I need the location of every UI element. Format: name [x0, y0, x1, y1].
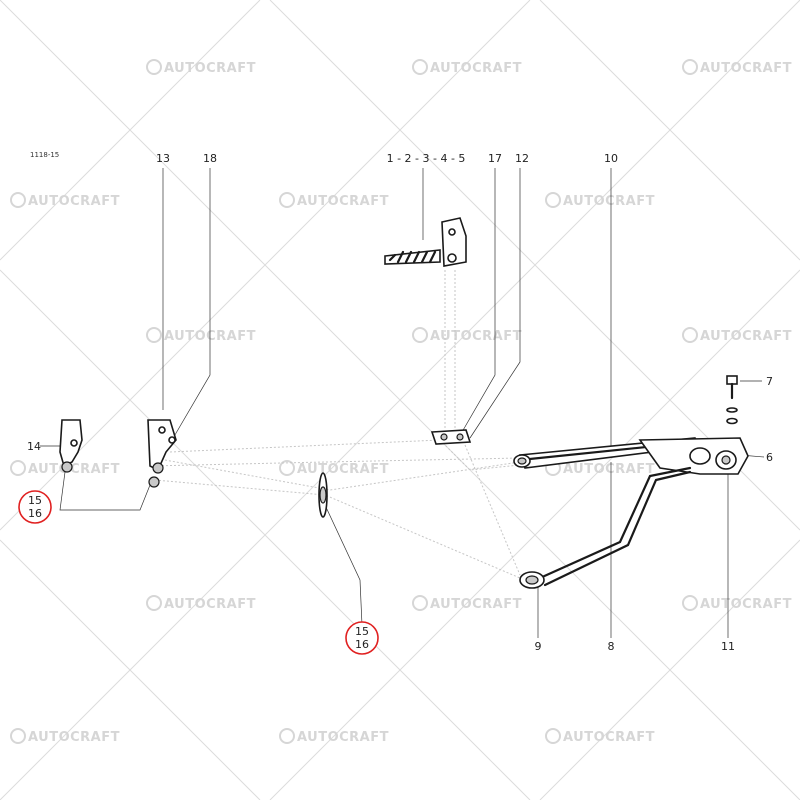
- part-17-12-clip: [430, 429, 472, 445]
- part-6-housing: [638, 437, 749, 475]
- svg-text:AUTOCRAFT: AUTOCRAFT: [430, 597, 522, 612]
- svg-text:AUTOCRAFT: AUTOCRAFT: [297, 730, 389, 745]
- svg-text:AUTOCRAFT: AUTOCRAFT: [28, 730, 120, 745]
- label-part-10: 10: [604, 152, 618, 165]
- highlight-circle: [345, 621, 379, 655]
- center-pulley: [318, 472, 328, 518]
- leader-lines: [40, 168, 765, 638]
- watermark-layer: AUTOCRAFT AUTOCRAFT AUTOCRAFT AUTOCRAFT …: [10, 59, 792, 745]
- svg-text:AUTOCRAFT: AUTOCRAFT: [28, 194, 120, 209]
- svg-text:AUTOCRAFT: AUTOCRAFT: [297, 462, 389, 477]
- callout-left-15-16: 15 16: [18, 490, 52, 524]
- svg-text:AUTOCRAFT: AUTOCRAFT: [164, 597, 256, 612]
- watermark: AUTOCRAFT: [412, 595, 522, 612]
- watermark: AUTOCRAFT: [545, 728, 655, 745]
- callout-left-top: 15: [28, 494, 42, 507]
- label-part-17: 17: [488, 152, 502, 165]
- label-part-11: 11: [721, 640, 735, 653]
- svg-text:AUTOCRAFT: AUTOCRAFT: [563, 462, 655, 477]
- part-7-bolt: [726, 375, 738, 425]
- svg-text:AUTOCRAFT: AUTOCRAFT: [700, 597, 792, 612]
- label-part-13: 13: [156, 152, 170, 165]
- callout-center-top: 15: [355, 625, 369, 638]
- watermark: AUTOCRAFT: [146, 327, 256, 344]
- svg-text:AUTOCRAFT: AUTOCRAFT: [28, 462, 120, 477]
- watermark: AUTOCRAFT: [545, 192, 655, 209]
- svg-text:AUTOCRAFT: AUTOCRAFT: [297, 194, 389, 209]
- part-14-bracket: [59, 419, 83, 473]
- part-13-bracket: [147, 419, 177, 488]
- part-labels: 13 18 1 - 2 - 3 - 4 - 5 17 12 10 7 6 14 …: [27, 152, 773, 653]
- part-9-lever: [519, 466, 692, 589]
- watermark: AUTOCRAFT: [146, 595, 256, 612]
- svg-text:AUTOCRAFT: AUTOCRAFT: [700, 329, 792, 344]
- watermark: AUTOCRAFT: [682, 59, 792, 76]
- label-part-18: 18: [203, 152, 217, 165]
- label-part-9: 9: [535, 640, 542, 653]
- watermark: AUTOCRAFT: [279, 192, 389, 209]
- watermark: AUTOCRAFT: [412, 59, 522, 76]
- watermark: AUTOCRAFT: [146, 59, 256, 76]
- svg-text:AUTOCRAFT: AUTOCRAFT: [700, 61, 792, 76]
- label-part-14: 14: [27, 440, 41, 453]
- watermark: AUTOCRAFT: [682, 595, 792, 612]
- label-part-1-5: 1 - 2 - 3 - 4 - 5: [387, 152, 466, 165]
- label-part-12: 12: [515, 152, 529, 165]
- label-part-7: 7: [766, 375, 773, 388]
- callout-left-bottom: 16: [28, 507, 42, 520]
- highlight-circle: [18, 490, 52, 524]
- svg-text:AUTOCRAFT: AUTOCRAFT: [430, 61, 522, 76]
- callout-center-bottom: 16: [355, 638, 369, 651]
- label-part-6: 6: [766, 451, 773, 464]
- watermark: AUTOCRAFT: [682, 327, 792, 344]
- svg-text:AUTOCRAFT: AUTOCRAFT: [164, 61, 256, 76]
- svg-text:AUTOCRAFT: AUTOCRAFT: [563, 194, 655, 209]
- callout-center-15-16: 15 16: [345, 621, 379, 655]
- assembly-guides: [149, 270, 521, 579]
- watermark: AUTOCRAFT: [10, 192, 120, 209]
- watermark: AUTOCRAFT: [279, 460, 389, 477]
- svg-text:AUTOCRAFT: AUTOCRAFT: [430, 329, 522, 344]
- watermark: AUTOCRAFT: [412, 327, 522, 344]
- part-1-5-adjuster: [384, 217, 467, 267]
- watermark: AUTOCRAFT: [10, 728, 120, 745]
- figure-code: 1118-15: [30, 151, 59, 159]
- label-part-8: 8: [608, 640, 615, 653]
- watermark: AUTOCRAFT: [279, 728, 389, 745]
- watermark: AUTOCRAFT: [10, 460, 120, 477]
- svg-text:AUTOCRAFT: AUTOCRAFT: [563, 730, 655, 745]
